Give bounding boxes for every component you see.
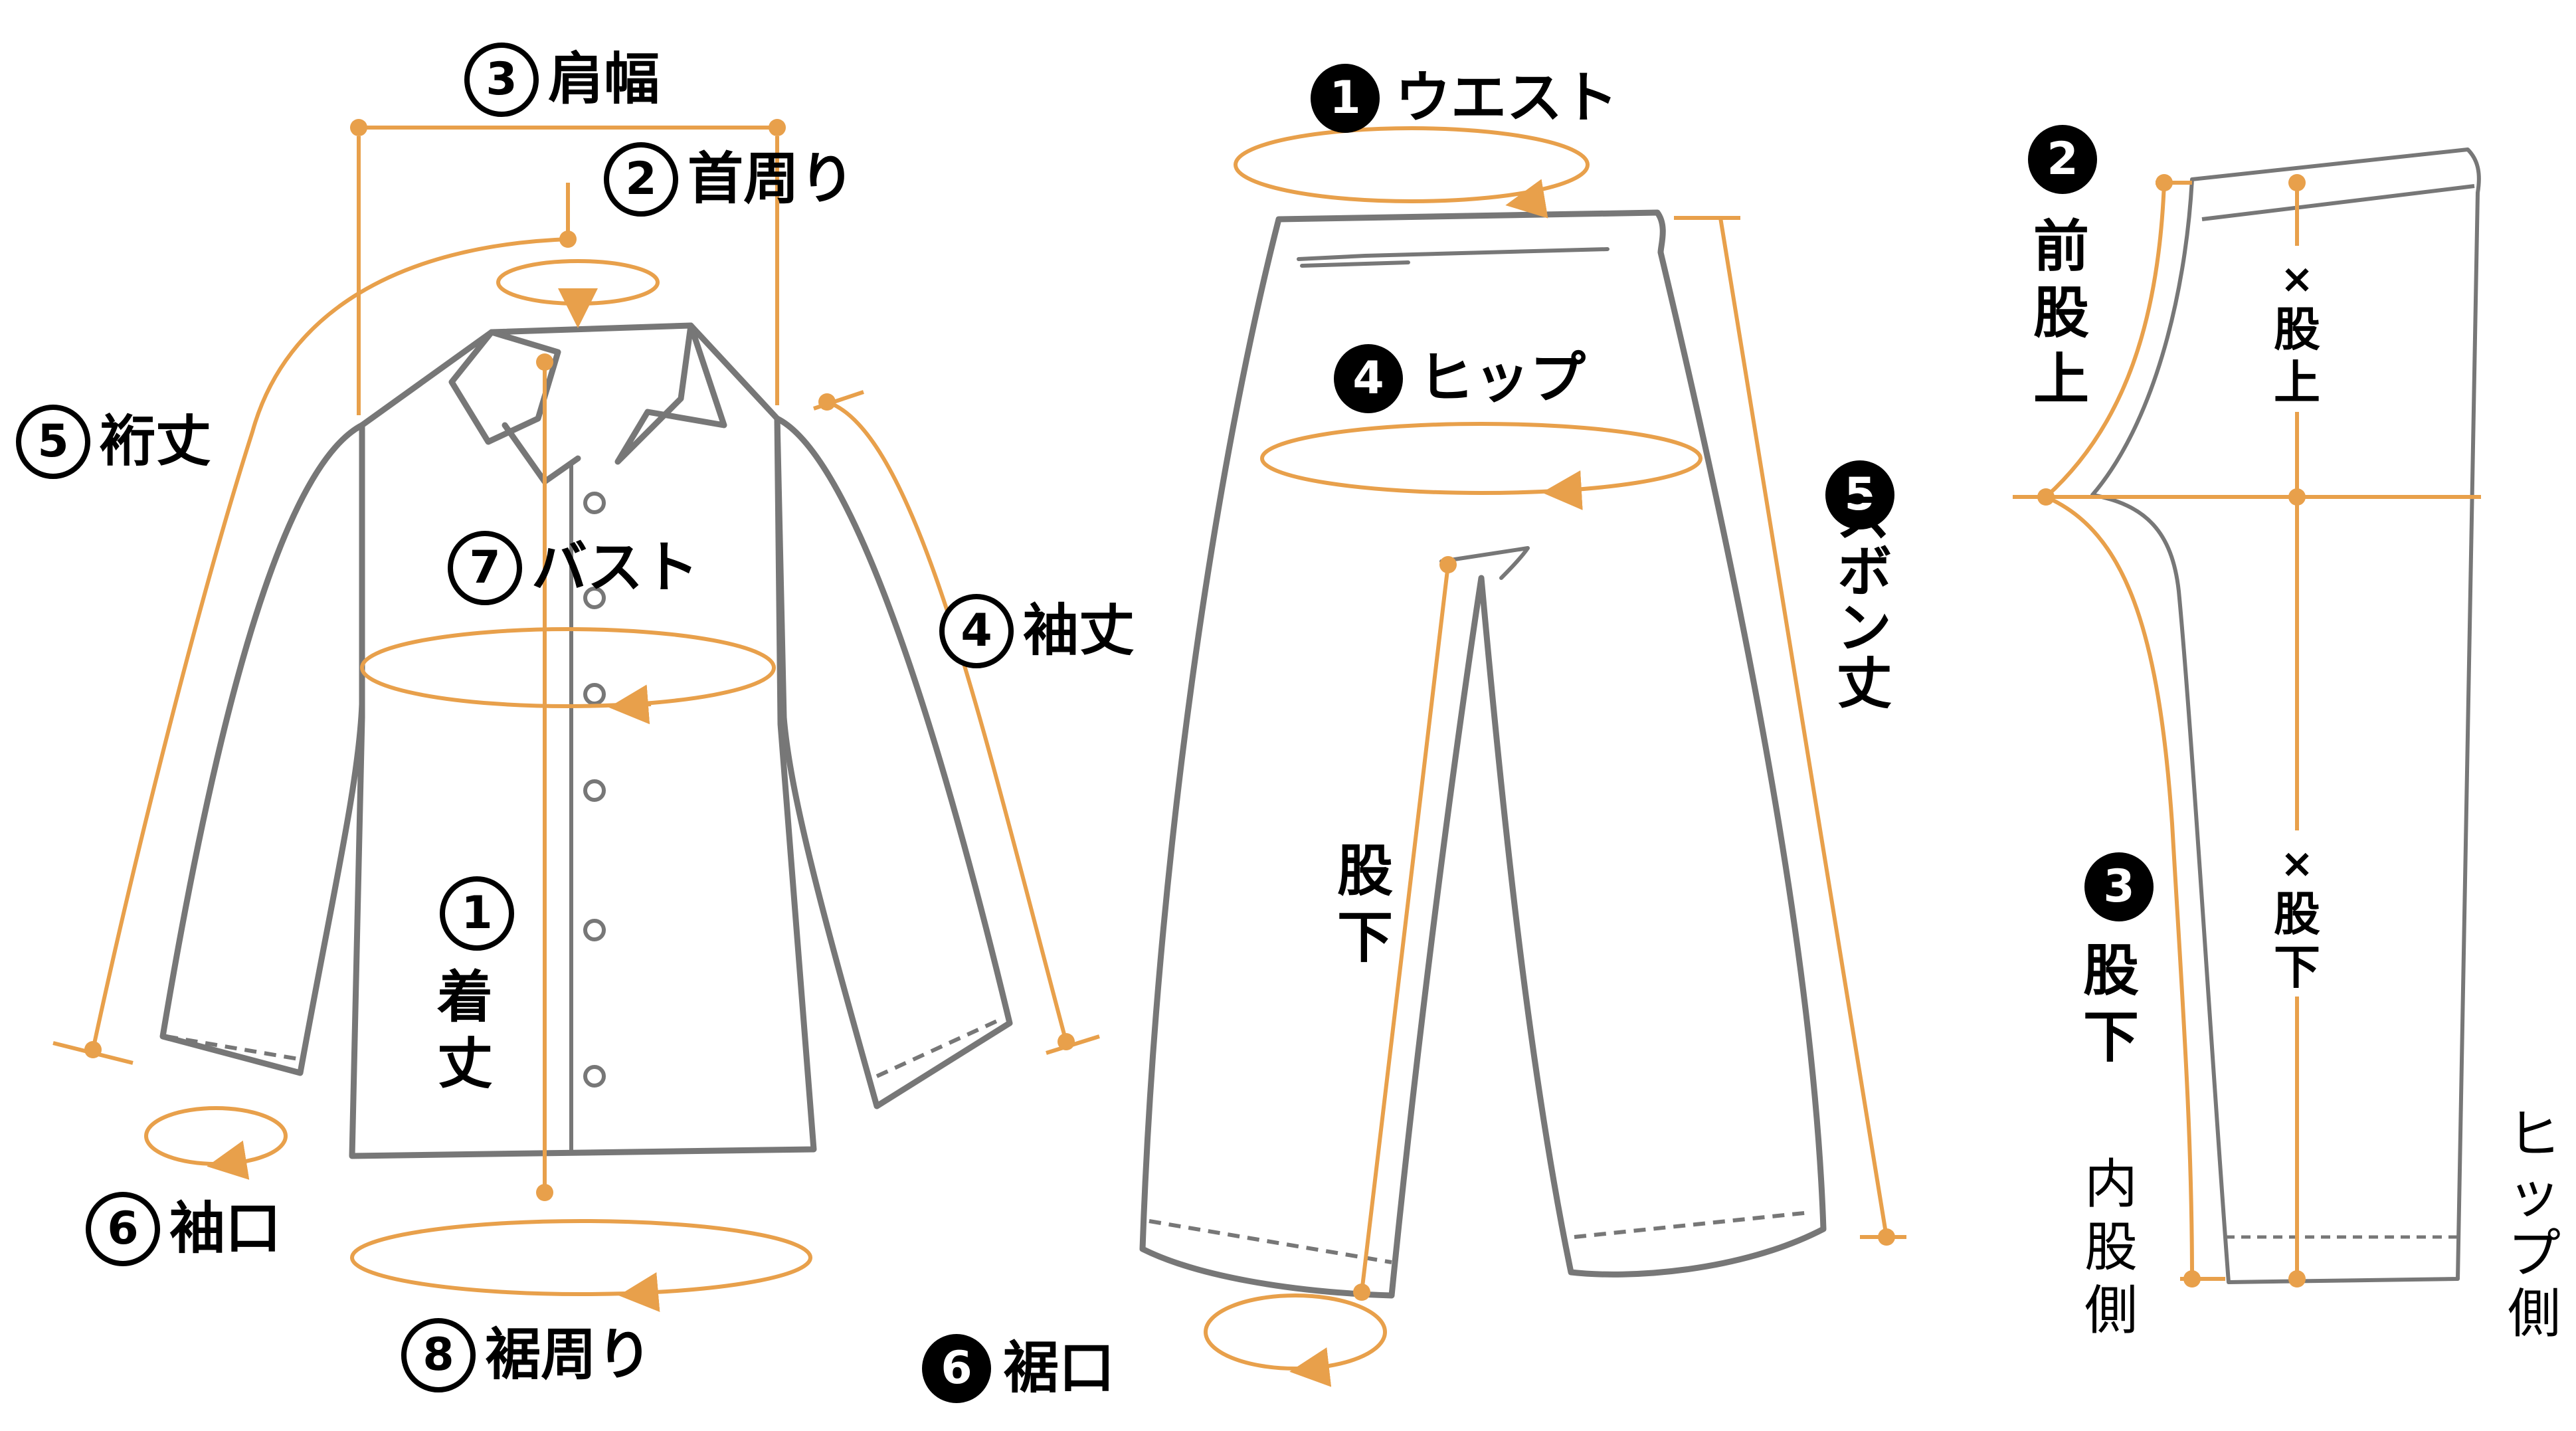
svg-text:上: 上	[2274, 355, 2320, 410]
svg-text:下: 下	[1337, 905, 1393, 970]
shirt-button	[583, 779, 606, 802]
cuff-label: 6 袖口	[86, 1192, 281, 1266]
svg-text:下: 下	[2083, 1004, 2139, 1070]
svg-text:股: 股	[2274, 887, 2320, 941]
shirt-measure-lines	[52, 126, 1100, 1312]
svg-text:股: 股	[2084, 1216, 2138, 1278]
shirt-cuff-stitches	[165, 1018, 1001, 1078]
svg-text:4: 4	[961, 605, 992, 657]
shirt-body	[349, 322, 817, 1159]
svg-text:ズボン丈: ズボン丈	[1827, 486, 1892, 710]
svg-text:ヒップ: ヒップ	[1418, 345, 1586, 411]
bust-label: 7 バスト	[448, 531, 699, 605]
svg-text:着: 着	[437, 965, 493, 1030]
svg-text:6: 6	[941, 1342, 972, 1394]
svg-text:2: 2	[2047, 133, 2078, 185]
svg-text:裾口: 裾口	[1003, 1335, 1115, 1400]
svg-text:7: 7	[469, 541, 500, 594]
svg-text:2: 2	[625, 153, 656, 205]
pants-outline	[1139, 209, 1827, 1299]
length-label: 1 着 丈	[437, 876, 514, 1096]
svg-text:股: 股	[2083, 938, 2139, 1003]
svg-text:裄丈: 裄丈	[100, 409, 211, 474]
hip-label: 4 ヒップ	[1334, 344, 1586, 413]
svg-text:ッ: ッ	[2508, 1163, 2561, 1225]
svg-text:裾周り: 裾周り	[485, 1322, 652, 1387]
pants-length-label: 5 ズボン丈	[1825, 460, 1894, 710]
svg-text:丈: 丈	[437, 1031, 493, 1096]
pants-measure-lines	[1204, 126, 1906, 1387]
pants-labels: 1 ウエスト 4 ヒップ 5 ズボン丈 股 下 6 裾口	[922, 64, 1894, 1403]
shirt-labels: 3 肩幅 2 首周り 5 裄丈 7 バスト 4 袖丈 1 着 丈	[16, 43, 1135, 1392]
pants-illustration	[1139, 209, 1827, 1299]
svg-text:8: 8	[422, 1329, 454, 1381]
svg-text:首周り: 首周り	[688, 146, 855, 211]
shirt-button	[583, 919, 606, 941]
svg-text:股: 股	[2033, 280, 2089, 345]
svg-text:×: ×	[2280, 256, 2314, 302]
shirt-right-sleeve	[774, 415, 1013, 1109]
side-inseam-label: 3 股 下	[2083, 852, 2154, 1070]
side-pants-outline	[2090, 147, 2481, 1284]
inseam-label: 股 下	[1337, 838, 1393, 970]
hip-side-label: ヒ ッ プ 側	[2508, 1103, 2561, 1345]
svg-text:ヒ: ヒ	[2508, 1103, 2561, 1165]
svg-text:側: 側	[2508, 1283, 2561, 1345]
shirt-illustration	[159, 322, 1013, 1159]
svg-text:下: 下	[2274, 940, 2320, 995]
waist-label: 1 ウエスト	[1311, 64, 1618, 133]
svg-text:×: ×	[2280, 840, 2314, 887]
shirt-button	[583, 1065, 606, 1088]
pants-pocket	[1300, 260, 1410, 268]
svg-text:3: 3	[486, 53, 517, 106]
shirt-button	[583, 587, 606, 609]
svg-text:肩幅: 肩幅	[548, 47, 660, 112]
yuki-label: 5 裄丈	[16, 405, 211, 479]
shirt-button	[583, 492, 606, 514]
svg-text:前: 前	[2033, 214, 2089, 279]
svg-text:上: 上	[2033, 347, 2089, 412]
pants-waist-band	[1297, 247, 1610, 261]
side-pants-illustration	[2090, 147, 2481, 1284]
wrong-inseam-label: × 股 下	[2270, 830, 2324, 997]
svg-text:袖丈: 袖丈	[1023, 598, 1135, 663]
svg-text:ウエスト: ウエスト	[1395, 65, 1618, 130]
shoulder-width-label: 3 肩幅	[464, 43, 660, 117]
shirt-measure-dots	[84, 119, 1075, 1201]
svg-text:内: 内	[2084, 1153, 2138, 1215]
sleeve-length-label: 4 袖丈	[939, 594, 1135, 668]
wrong-rise-label: × 股 上	[2270, 246, 2324, 412]
svg-text:6: 6	[107, 1202, 138, 1255]
pants-hem-stitches	[1149, 1210, 1811, 1264]
side-measure-dots	[2037, 174, 2306, 1288]
svg-text:5: 5	[37, 415, 68, 468]
shirt-collar	[448, 329, 561, 445]
shirt-buttons	[583, 492, 606, 1088]
side-pants-waist	[2201, 184, 2475, 221]
shirt-button	[583, 683, 606, 706]
svg-text:股: 股	[1337, 838, 1393, 904]
svg-text:バスト: バスト	[531, 535, 699, 600]
svg-text:側: 側	[2084, 1280, 2138, 1341]
svg-text:プ: プ	[2508, 1223, 2561, 1285]
svg-text:3: 3	[2103, 860, 2134, 913]
inner-side-label: 内 股 側	[2084, 1153, 2138, 1341]
shirt-left-sleeve	[159, 422, 365, 1076]
pants-fly	[1439, 546, 1530, 580]
svg-text:股: 股	[2274, 302, 2320, 357]
pants-hem-label: 6 裾口	[922, 1334, 1115, 1403]
svg-text:袖口: 袖口	[169, 1196, 281, 1261]
svg-text:1: 1	[461, 887, 492, 939]
svg-text:5: 5	[1844, 468, 1875, 521]
svg-text:4: 4	[1352, 352, 1384, 405]
shirt-collar-right	[614, 322, 727, 465]
hem-label: 8 裾周り	[401, 1318, 652, 1392]
neck-label: 2 首周り	[604, 142, 855, 217]
svg-text:1: 1	[1329, 72, 1360, 124]
pants-measure-dots	[1353, 556, 1895, 1301]
side-pants-labels: 2 前 股 上 3 股 下 × 股 上 × 股 下 内 股 側 ヒ	[2028, 125, 2561, 1345]
front-rise-label: 2 前 股 上	[2028, 125, 2097, 412]
